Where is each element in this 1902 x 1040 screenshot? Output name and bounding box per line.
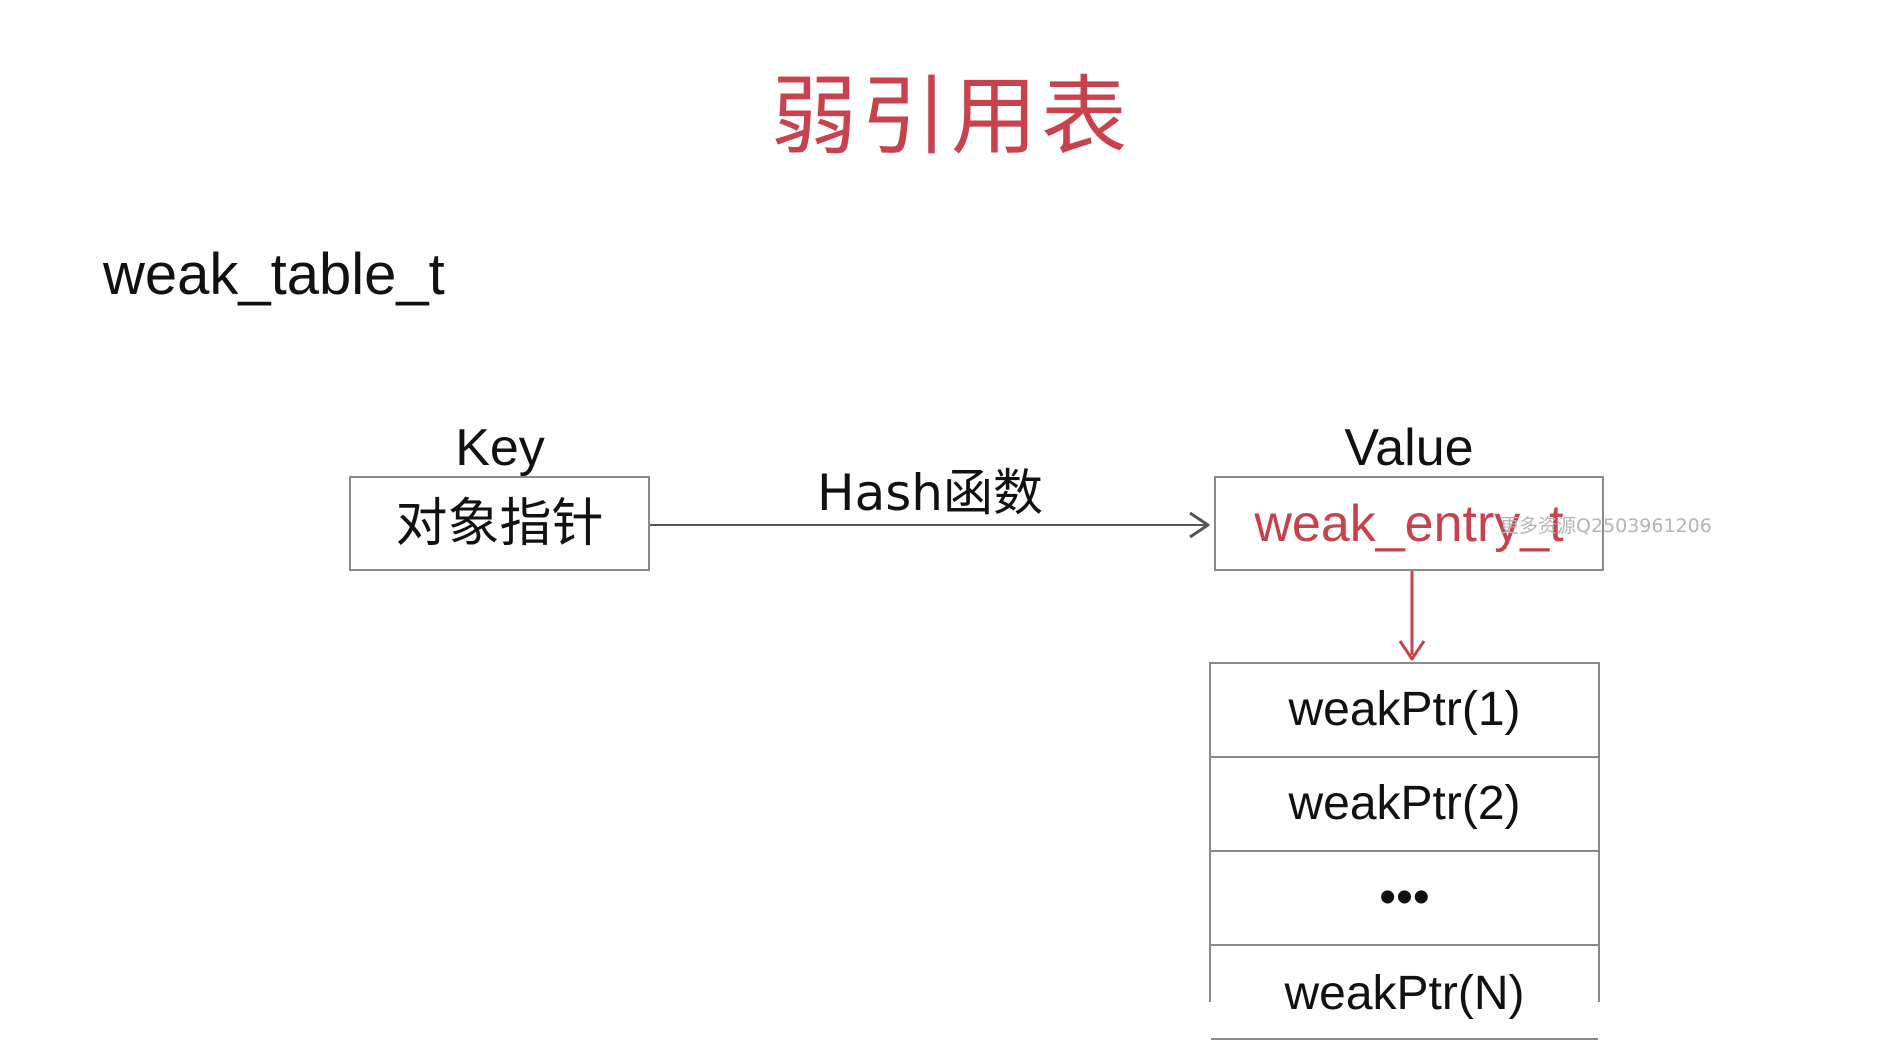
key-caption: Key: [455, 419, 545, 477]
slide-title: 弱引用表: [771, 67, 1131, 167]
struct-name: weak_table_t: [103, 242, 445, 307]
weak-ptr-ellipsis-row: •••: [1211, 852, 1598, 946]
value-box: weak_entry_t: [1214, 476, 1604, 571]
weak-ptr-list: weakPtr(1) weakPtr(2) ••• weakPtr(N): [1209, 662, 1600, 1040]
value-caption: Value: [1344, 419, 1474, 477]
weak-ptr-row: weakPtr(N): [1211, 946, 1598, 1040]
watermark: 更多资源Q2503961206: [1500, 515, 1712, 537]
key-box: 对象指针: [349, 476, 650, 571]
value-box-label: weak_entry_t: [1254, 494, 1564, 553]
weak-ptr-row: weakPtr(1): [1211, 664, 1598, 758]
entry-to-list-arrow: [1398, 571, 1426, 661]
key-box-label: 对象指针: [395, 493, 604, 554]
weak-ptr-row: weakPtr(2): [1211, 758, 1598, 852]
hash-function-label: Hash函数: [817, 464, 1043, 522]
